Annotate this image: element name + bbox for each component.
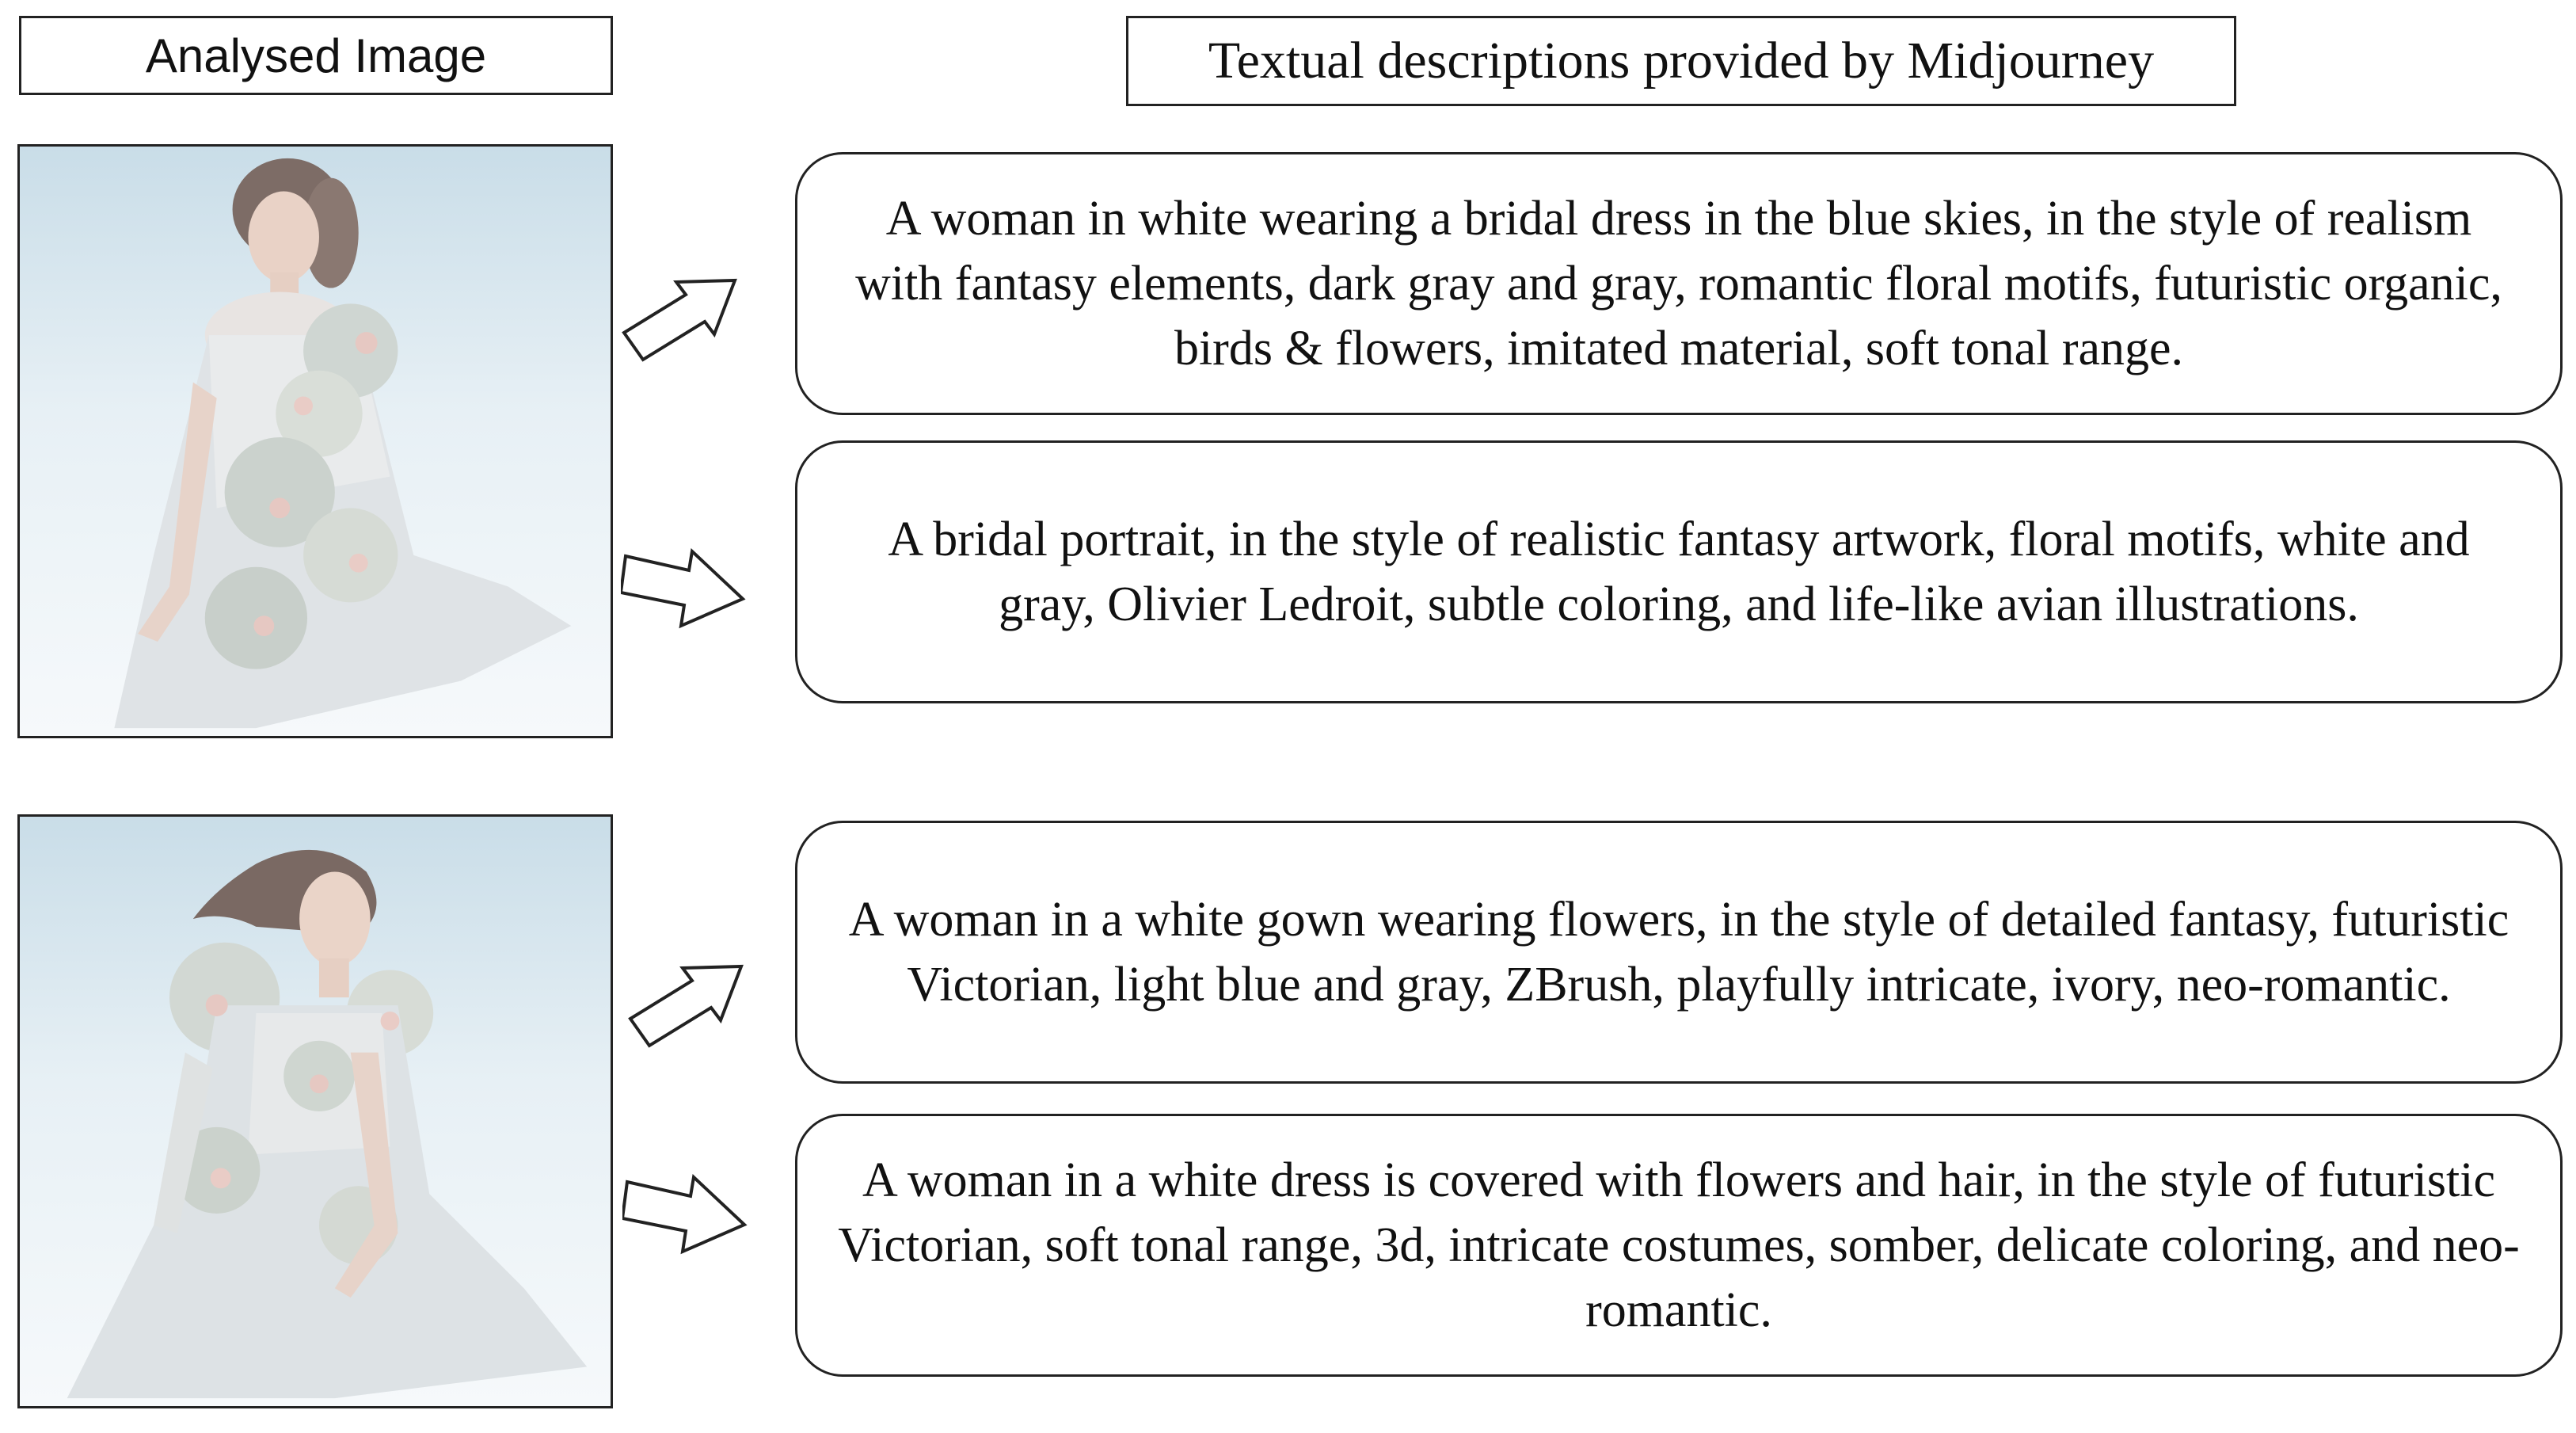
description-text: A woman in white wearing a bridal dress …	[855, 192, 2502, 375]
arrow-icon	[616, 255, 743, 366]
arrow-icon	[622, 1149, 749, 1260]
description-text: A woman in a white gown wearing flowers,…	[848, 893, 2509, 1012]
description-box-2: A bridal portrait, in the style of reali…	[795, 440, 2563, 703]
description-text: A woman in a white dress is covered with…	[838, 1153, 2520, 1337]
descriptions-header-label: Textual descriptions provided by Midjour…	[1208, 32, 2155, 90]
analysed-image-2	[17, 814, 613, 1408]
description-box-3: A woman in a white gown wearing flowers,…	[795, 821, 2563, 1084]
description-box-1: A woman in white wearing a bridal dress …	[795, 152, 2563, 415]
analysed-image-1	[17, 144, 613, 738]
arrow-icon	[621, 523, 748, 634]
bridal-portrait-image	[114, 158, 572, 729]
descriptions-header: Textual descriptions provided by Midjour…	[1126, 16, 2236, 106]
analysed-image-header: Analysed Image	[19, 16, 613, 95]
arrow-icon	[622, 941, 749, 1052]
bridal-portrait-image	[67, 849, 588, 1399]
description-text: A bridal portrait, in the style of reali…	[888, 513, 2470, 631]
analysed-image-header-label: Analysed Image	[145, 29, 487, 82]
description-box-4: A woman in a white dress is covered with…	[795, 1114, 2563, 1377]
